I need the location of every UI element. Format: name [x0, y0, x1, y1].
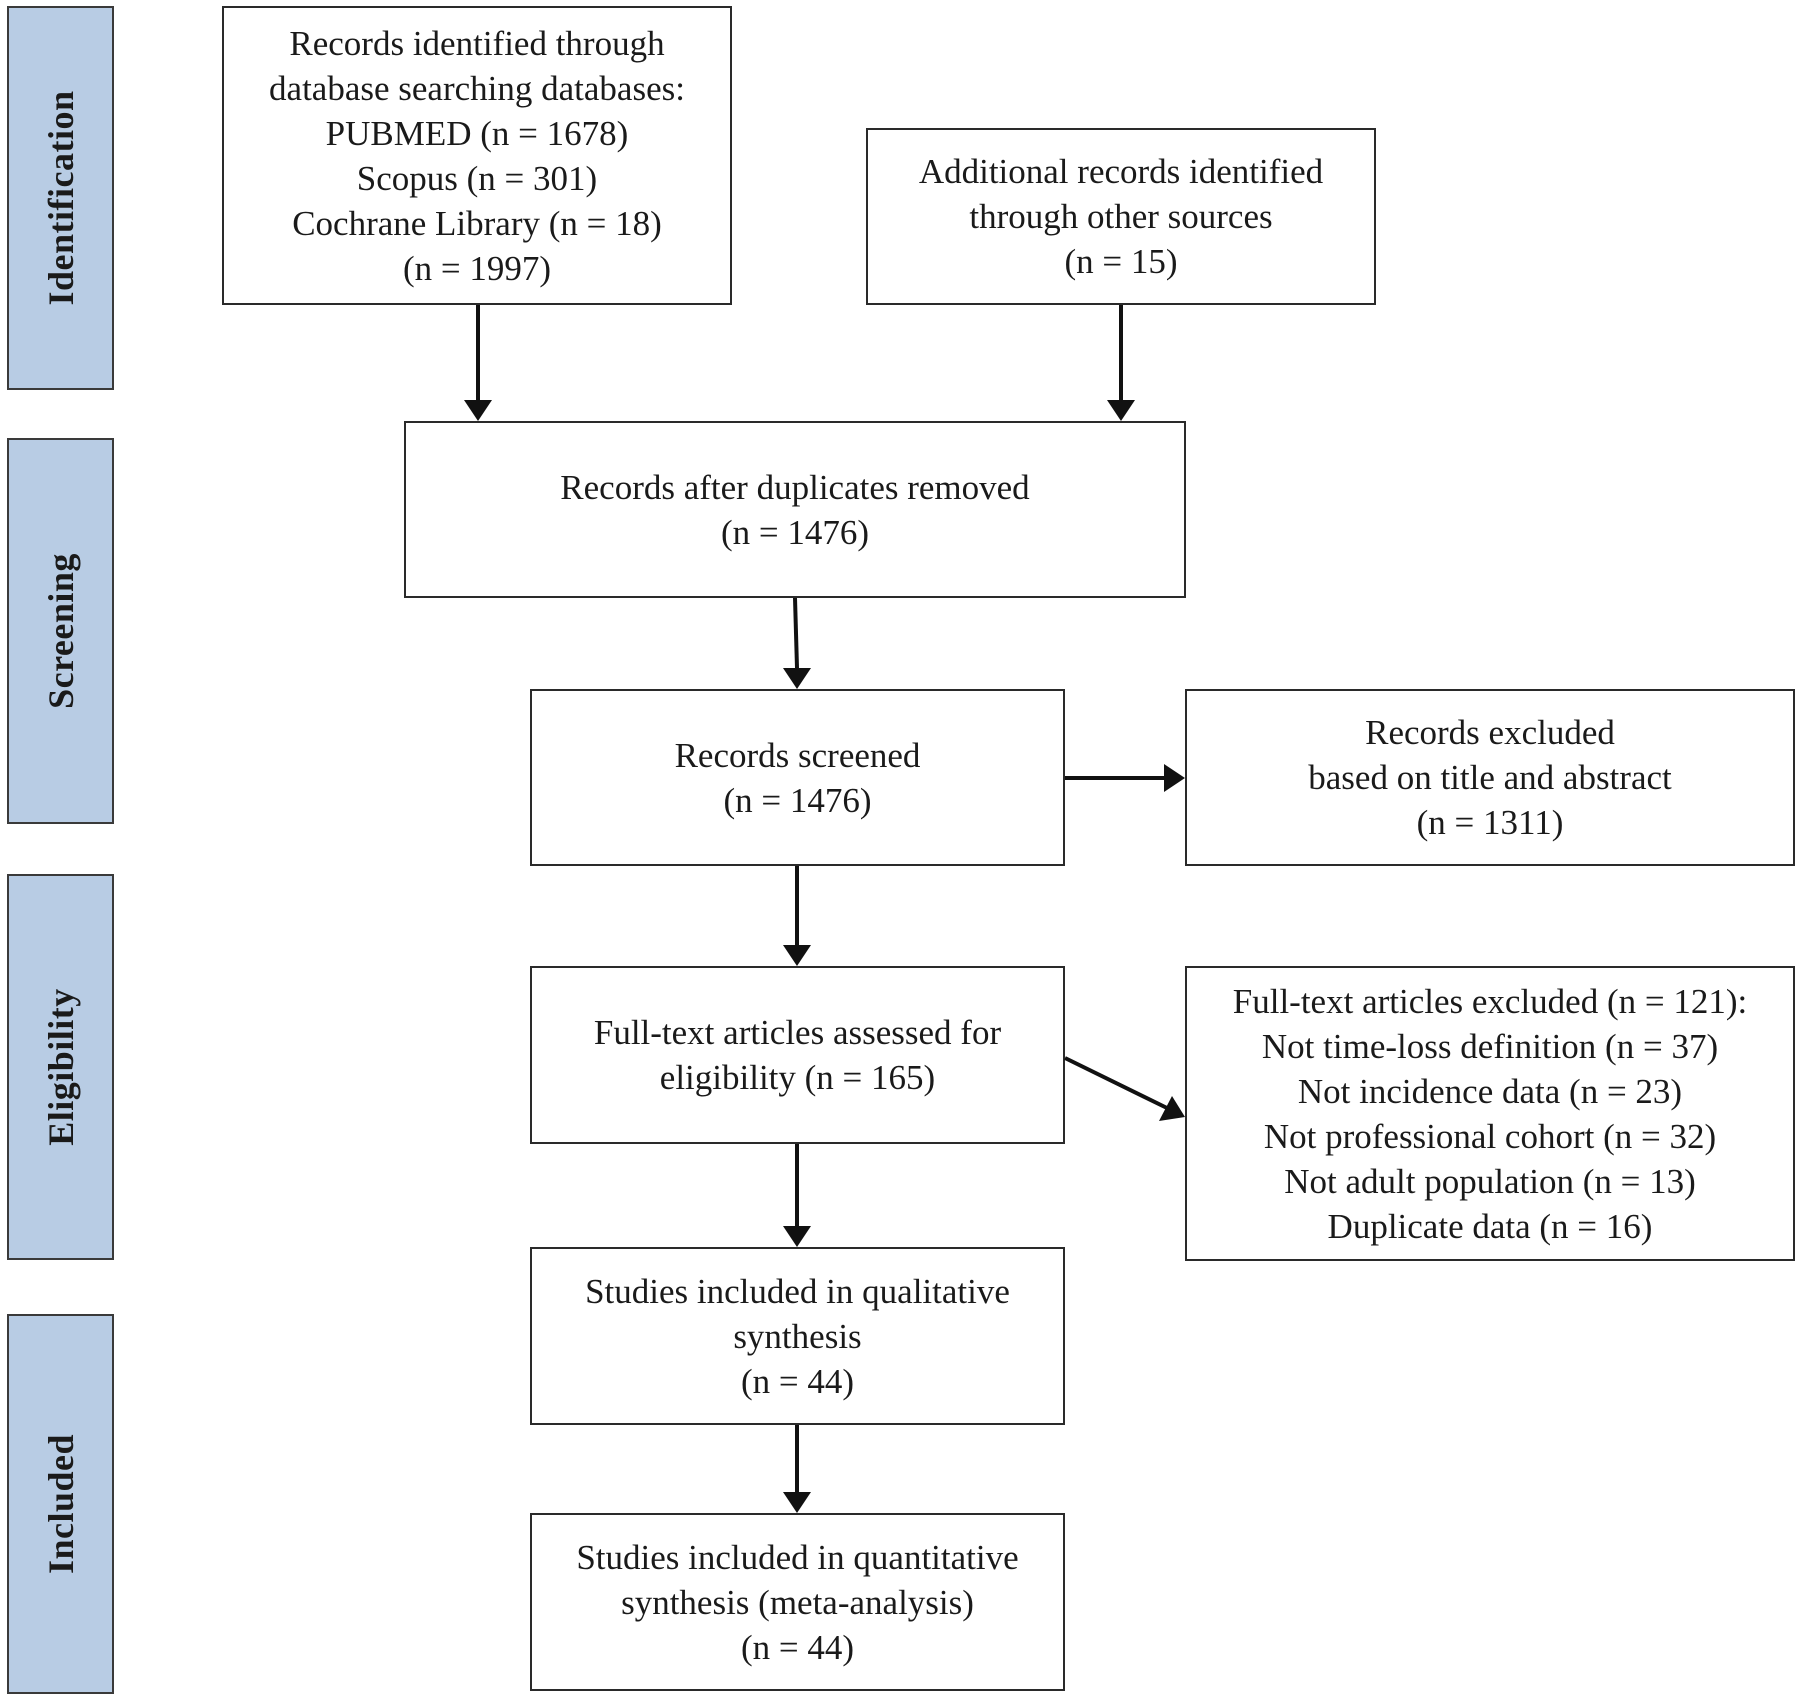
phase-identification-bar: Identification — [7, 6, 114, 390]
quantitative-synthesis-line: Studies included in quantitative — [576, 1537, 1019, 1577]
duplicates-removed-line: Records after duplicates removed — [560, 467, 1030, 507]
phase-identification-label: Identification — [40, 90, 81, 306]
database-records-line: Scopus (n = 301) — [356, 158, 598, 198]
quantitative-synthesis-line: (n = 44) — [740, 1627, 855, 1667]
records-screened-line: Records screened — [674, 735, 921, 775]
qualitative-synthesis-box: Studies included in qualitative synthesi… — [530, 1247, 1065, 1425]
qualitative-synthesis-line: synthesis — [733, 1316, 862, 1356]
quantitative-synthesis-line: synthesis (meta-analysis) — [621, 1582, 974, 1622]
records-excluded-line: based on title and abstract — [1308, 758, 1672, 797]
database-records-line: PUBMED (n = 1678) — [325, 113, 629, 153]
fulltext-excluded-line: Not incidence data (n = 23) — [1297, 1071, 1683, 1111]
phase-eligibility-label: Eligibility — [40, 988, 81, 1146]
records-excluded-line: (n = 1311) — [1416, 803, 1564, 842]
arrow-fulltext-to-excluded — [1064, 1056, 1168, 1110]
phase-included-label: Included — [40, 1433, 81, 1575]
duplicates-removed-line: (n = 1476) — [720, 512, 870, 552]
arrowhead-other-to-duplicates — [1107, 400, 1135, 421]
database-records-line: Cochrane Library (n = 18) — [292, 203, 662, 243]
arrowhead-fulltext-to-qualitative — [783, 1226, 811, 1247]
qualitative-synthesis-line: Studies included in qualitative — [585, 1271, 1010, 1311]
fulltext-assessed-line: eligibility (n = 165) — [659, 1058, 936, 1097]
database-records-box: Records identified through database sear… — [222, 6, 732, 305]
arrow-duplicates-to-screened — [793, 597, 799, 669]
database-records-line: (n = 1997) — [402, 248, 552, 288]
duplicates-removed-box: Records after duplicates removed (n = 14… — [404, 421, 1186, 598]
fulltext-excluded-line: Not adult population (n = 13) — [1284, 1161, 1696, 1201]
other-sources-line: (n = 15) — [1064, 242, 1178, 281]
fulltext-excluded-line: Duplicate data (n = 16) — [1327, 1206, 1653, 1246]
fulltext-assessed-box: Full-text articles assessed for eligibil… — [530, 966, 1065, 1144]
phase-screening-label: Screening — [40, 553, 81, 709]
fulltext-excluded-line: Not professional cohort (n = 32) — [1263, 1116, 1717, 1156]
arrowhead-fulltext-to-excluded — [1159, 1096, 1185, 1121]
phase-eligibility-bar: Eligibility — [7, 874, 114, 1260]
database-records-line: Records identified through — [289, 23, 665, 63]
arrowhead-screened-to-fulltext — [783, 945, 811, 966]
fulltext-excluded-line: Not time-loss definition (n = 37) — [1261, 1026, 1719, 1066]
arrowhead-screened-to-excluded — [1164, 764, 1185, 792]
fulltext-excluded-line: Full-text articles excluded (n = 121): — [1232, 981, 1748, 1021]
arrowhead-qualitative-to-quantitative — [783, 1492, 811, 1513]
phase-screening-bar: Screening — [7, 438, 114, 824]
records-screened-line: (n = 1476) — [723, 780, 872, 820]
fulltext-assessed-line: Full-text articles assessed for — [593, 1013, 1002, 1052]
arrowhead-database-to-duplicates — [464, 400, 492, 421]
records-excluded-line: Records excluded — [1365, 713, 1615, 752]
phase-included-bar: Included — [7, 1314, 114, 1694]
quantitative-synthesis-box: Studies included in quantitative synthes… — [530, 1513, 1065, 1691]
other-sources-line: Additional records identified — [918, 152, 1324, 191]
database-records-line: database searching databases: — [269, 68, 685, 108]
other-sources-line: through other sources — [969, 197, 1273, 236]
qualitative-synthesis-line: (n = 44) — [740, 1361, 855, 1401]
other-sources-box: Additional records identified through ot… — [866, 128, 1376, 305]
records-excluded-box: Records excluded based on title and abst… — [1185, 689, 1795, 866]
arrowhead-duplicates-to-screened — [783, 668, 811, 689]
records-screened-box: Records screened (n = 1476) — [530, 689, 1065, 866]
fulltext-excluded-box: Full-text articles excluded (n = 121): N… — [1185, 966, 1795, 1261]
